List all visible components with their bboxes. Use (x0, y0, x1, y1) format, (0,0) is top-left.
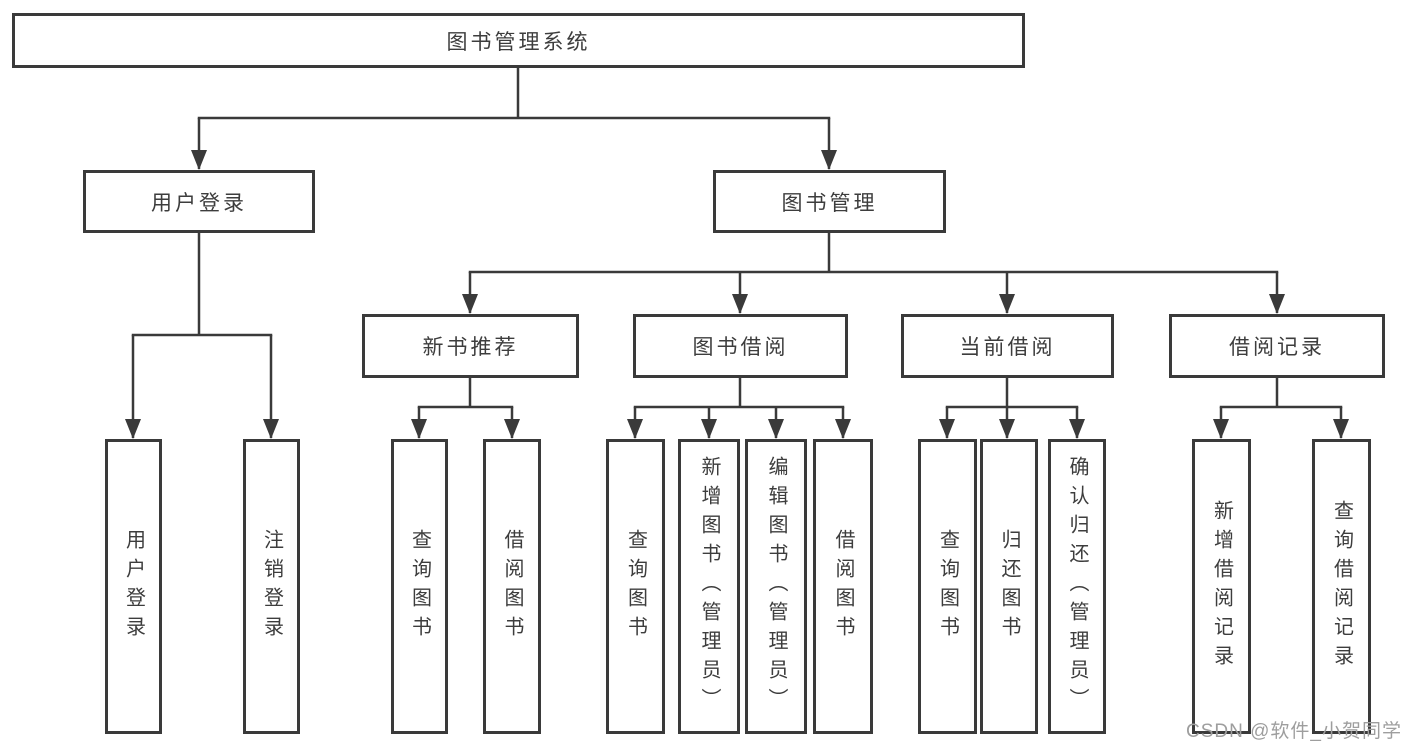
connector-new-book-rec-split (417, 376, 514, 409)
node-bb-add-book-admin: 新增图书（管理员） (678, 439, 740, 734)
node-new-book-rec-label: 新书推荐 (422, 336, 519, 359)
node-borrow-records: 借阅记录 (1169, 314, 1385, 378)
node-root: 图书管理系统 (12, 13, 1025, 68)
node-cb-confirm-return-admin-label: 确认归还（管理员） (1066, 456, 1088, 717)
node-book-borrow-label: 图书借阅 (692, 336, 789, 359)
connector-borrow-records-split (1219, 376, 1343, 409)
node-leaf-user-login-label: 用户登录 (122, 528, 145, 645)
node-bb-borrow-books: 借阅图书 (813, 439, 873, 734)
node-borrow-records-label: 借阅记录 (1229, 336, 1325, 359)
node-cb-return-book-label: 归还图书 (998, 528, 1020, 645)
node-leaf-user-login: 用户登录 (105, 439, 162, 734)
node-cb-return-book: 归还图书 (980, 439, 1038, 734)
node-nbr-borrow-books-label: 借阅图书 (501, 528, 523, 645)
node-user-login-label: 用户登录 (151, 191, 247, 215)
watermark: CSDN @软件_小贺同学 (1186, 721, 1402, 742)
node-bb-query-books: 查询图书 (606, 439, 665, 734)
node-user-login: 用户登录 (83, 170, 315, 233)
node-new-book-rec: 新书推荐 (362, 314, 579, 378)
node-bb-add-book-admin-label: 新增图书（管理员） (698, 456, 720, 717)
node-br-query-record-label: 查询借阅记录 (1330, 499, 1353, 674)
node-nbr-query-books: 查询图书 (391, 439, 448, 734)
connector-user-login-split (131, 231, 273, 337)
node-cb-query-books: 查询图书 (918, 439, 977, 734)
node-br-add-record: 新增借阅记录 (1192, 439, 1251, 734)
node-root-label: 图书管理系统 (446, 30, 591, 54)
node-bb-borrow-books-label: 借阅图书 (832, 528, 854, 645)
connector-book-mgmt-split (468, 231, 1279, 274)
node-bb-edit-book-admin-label: 编辑图书（管理员） (765, 456, 787, 717)
node-cb-query-books-label: 查询图书 (936, 528, 959, 645)
node-current-borrow-label: 当前借阅 (959, 336, 1056, 359)
node-book-borrow: 图书借阅 (633, 314, 848, 378)
node-br-query-record: 查询借阅记录 (1312, 439, 1371, 734)
node-current-borrow: 当前借阅 (901, 314, 1114, 378)
node-leaf-logout: 注销登录 (243, 439, 300, 734)
node-book-mgmt: 图书管理 (713, 170, 946, 233)
connector-current-borrow-split (945, 376, 1079, 409)
connector-book-borrow-split (633, 376, 845, 409)
node-leaf-logout-label: 注销登录 (260, 528, 283, 645)
node-bb-query-books-label: 查询图书 (624, 528, 647, 645)
node-cb-confirm-return-admin: 确认归还（管理员） (1048, 439, 1106, 734)
connector-root-split (197, 66, 831, 120)
node-nbr-borrow-books: 借阅图书 (483, 439, 541, 734)
node-nbr-query-books-label: 查询图书 (408, 528, 431, 645)
node-br-add-record-label: 新增借阅记录 (1210, 499, 1233, 674)
node-bb-edit-book-admin: 编辑图书（管理员） (745, 439, 807, 734)
node-book-mgmt-label: 图书管理 (781, 191, 878, 215)
